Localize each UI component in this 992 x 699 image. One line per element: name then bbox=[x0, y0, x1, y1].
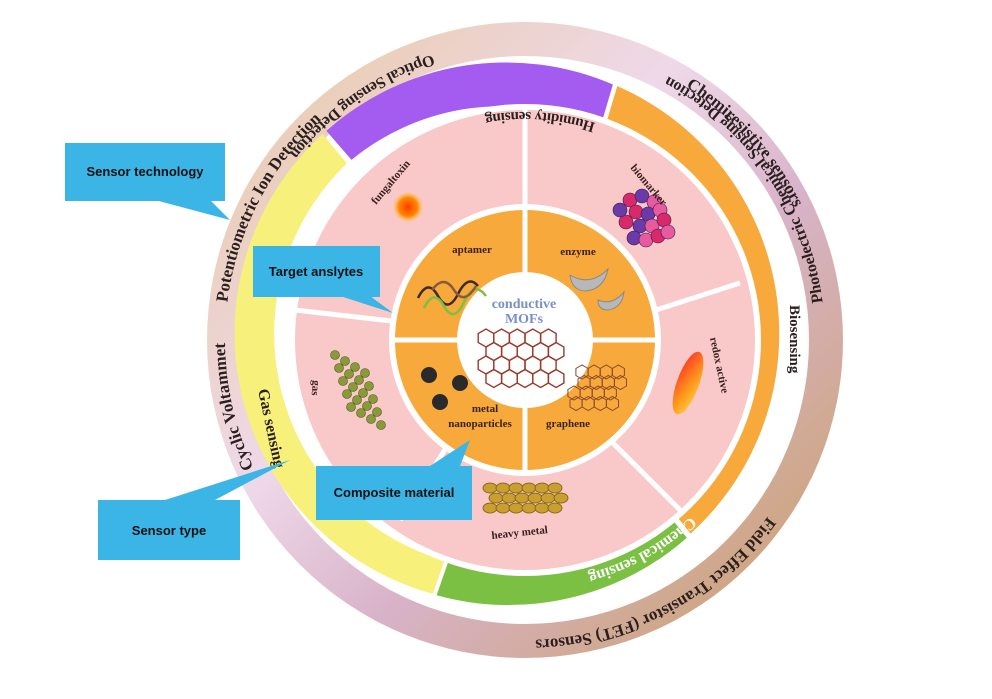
conductive-label: conductive bbox=[492, 297, 557, 312]
aptamer-label: aptamer bbox=[452, 244, 492, 256]
svg-text:Sensor technology: Sensor technology bbox=[86, 164, 204, 179]
chemical-sensing-band bbox=[326, 62, 613, 160]
aptamer-icon bbox=[416, 280, 487, 316]
cyclic-voltammetry-label: Cyclic Voltammetry bbox=[0, 0, 257, 474]
target-analytes-callout: Target anslytes bbox=[253, 246, 393, 313]
graphene-icon bbox=[567, 364, 627, 412]
biosensing-label: Biosensing bbox=[786, 305, 802, 374]
svg-text:Composite material: Composite material bbox=[334, 485, 455, 500]
composite-material-callout: Composite material bbox=[316, 440, 472, 520]
svg-text:Target anslytes: Target anslytes bbox=[269, 264, 363, 279]
gas-label: gas bbox=[309, 380, 322, 397]
enzyme-label: enzyme bbox=[560, 246, 596, 258]
heavy-metal-label: heavy metal bbox=[491, 524, 548, 542]
svg-text:Sensor type: Sensor type bbox=[132, 523, 206, 538]
metal-label: metal bbox=[472, 403, 498, 415]
biomarker-icon bbox=[612, 188, 676, 248]
fungaltoxin-icon bbox=[392, 191, 424, 223]
graphene-label: graphene bbox=[546, 418, 590, 430]
humidity-sensing-band bbox=[436, 512, 687, 606]
gas-icon bbox=[330, 350, 386, 430]
nanoparticles-label: nanoparticles bbox=[448, 418, 512, 430]
heavy-metal-icon bbox=[482, 482, 569, 514]
mofs-label: MOFs bbox=[505, 312, 544, 327]
mof-lattice-icon bbox=[477, 328, 565, 389]
enzyme-icon bbox=[569, 267, 625, 311]
metal-nanoparticle-icon bbox=[421, 367, 468, 410]
redox-active-icon bbox=[672, 351, 704, 415]
sensor-technology-callout: Sensor technology bbox=[65, 143, 230, 220]
sensor-type-callout: Sensor type bbox=[98, 460, 290, 560]
